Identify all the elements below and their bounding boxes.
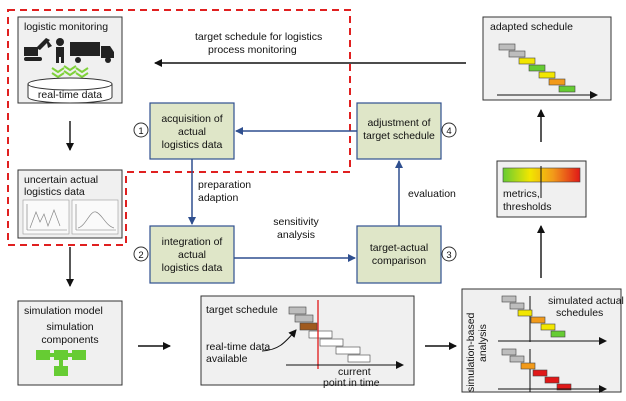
simulation-model-box: simulation model simulation components (17, 300, 123, 386)
logistic-monitoring-box: logistic monitoring (17, 16, 123, 104)
excavator-icon (24, 38, 52, 61)
step2-box: integration of actual logistics data (149, 225, 235, 284)
worker-icon (56, 38, 64, 63)
mini-chart-1 (22, 199, 70, 235)
feedback-line1: target schedule for logistics (195, 31, 322, 43)
step3-number: 3 (446, 250, 451, 261)
step2-line2: actual (178, 249, 206, 261)
step4-badge: 4 (441, 122, 457, 138)
step1-box: acquisition of actual logistics data (149, 102, 235, 160)
edge-label-evaluation: evaluation (408, 188, 456, 200)
step4-line2: target schedule (363, 130, 435, 142)
step3-line2: comparison (372, 255, 426, 267)
analysis-side-line1: simulation-based (465, 312, 477, 392)
target-panel-rt1: real-time data (206, 341, 270, 353)
uncertain-line1: uncertain actual (24, 174, 98, 186)
target-panel-cur2: point in time (323, 377, 380, 389)
signal-icon (51, 65, 89, 79)
analysis-sim2: schedules (556, 307, 603, 319)
monitoring-region-outline (7, 9, 351, 246)
model-sub1: simulation (46, 321, 93, 333)
simulation-analysis-panel: simulation-based analysis simulated actu… (461, 288, 624, 393)
mini-chart-2 (71, 199, 119, 235)
target-schedule-panel: target schedule real-time data available… (200, 295, 415, 389)
arrow-realtime-pointer (261, 329, 297, 352)
adapted-title: adapted schedule (490, 21, 573, 33)
metrics-line2: thresholds (503, 201, 551, 213)
step4-line1: adjustment of (367, 117, 430, 129)
step4-number: 4 (446, 126, 451, 137)
step1-badge: 1 (133, 122, 149, 138)
step1-line2: actual (178, 126, 206, 138)
database-label: real-time data (38, 89, 102, 101)
database-icon: real-time data (27, 77, 113, 104)
step3-box: target-actual comparison (356, 225, 442, 284)
step2-badge: 2 (133, 246, 149, 262)
step1-number: 1 (138, 126, 143, 137)
edge-label-preparation: preparation (198, 179, 251, 191)
edge-label-analysis: analysis (277, 229, 315, 241)
component-icon (36, 350, 86, 376)
adapted-schedule-box: adapted schedule (482, 16, 612, 101)
metrics-box: metrics, thresholds (496, 160, 587, 218)
metrics-line1: metrics, (503, 188, 540, 200)
edge-label-sensitivity: sensitivity (273, 216, 319, 228)
target-panel-title: target schedule (206, 304, 278, 316)
step4-box: adjustment of target schedule (356, 102, 442, 160)
step2-line3: logistics data (162, 262, 223, 274)
step2-number: 2 (138, 250, 143, 261)
step1-line1: acquisition of (161, 113, 222, 125)
step3-badge: 3 (441, 246, 457, 262)
target-panel-cur1: current (338, 366, 371, 378)
analysis-sim1: simulated actual (548, 295, 624, 307)
feedback-line2: process monitoring (208, 44, 297, 56)
edge-label-adaption: adaption (198, 192, 238, 204)
analysis-side-line2: analysis (477, 324, 489, 362)
step2-line1: integration of (162, 236, 223, 248)
step3-line1: target-actual (370, 242, 428, 254)
step1-line3: logistics data (162, 139, 223, 151)
uncertain-data-box: uncertain actual logistics data (17, 169, 123, 239)
target-panel-rt2: available (206, 353, 248, 365)
uncertain-line2: logistics data (24, 186, 85, 198)
model-title: simulation model (24, 305, 103, 317)
monitoring-title: logistic monitoring (24, 21, 108, 33)
model-sub2: components (41, 334, 98, 346)
truck-icon (70, 42, 114, 63)
